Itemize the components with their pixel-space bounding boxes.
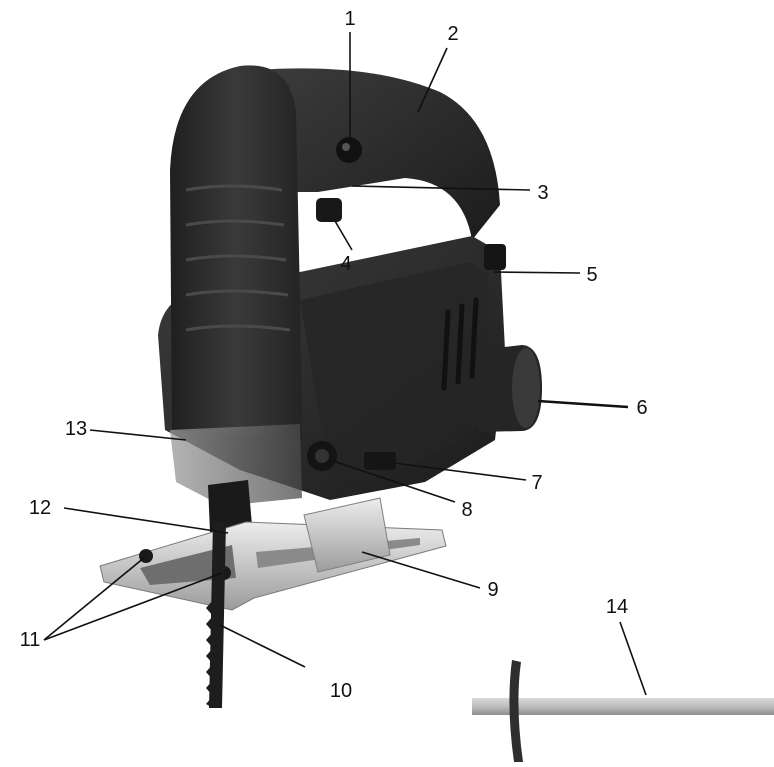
callout-4-leader	[334, 220, 353, 251]
saw-blade-teeth	[206, 600, 213, 708]
lock-button-highlight	[342, 143, 350, 151]
parallel-guide	[472, 660, 774, 762]
grip-ridges	[185, 184, 291, 332]
callout-8-leader	[329, 459, 456, 503]
callout-12-leader	[63, 507, 229, 534]
guide-fence	[509, 660, 523, 762]
vent-slots	[441, 297, 479, 391]
callout-11-leader-a	[43, 556, 146, 641]
top-handle	[255, 68, 500, 240]
callout-9-label: 9	[487, 579, 498, 601]
callout-4-label: 4	[340, 253, 351, 275]
rear-grip	[170, 65, 302, 441]
side-panel	[300, 262, 490, 480]
callout-10-label: 10	[330, 680, 352, 702]
lock-button	[336, 137, 362, 163]
callout-13-label: 13	[65, 418, 87, 440]
leader-lines	[43, 32, 647, 696]
callout-11-leader-b	[43, 572, 223, 641]
callout-7-label: 7	[531, 472, 542, 494]
jigsaw-illustration	[99, 65, 542, 708]
callout-13-leader	[89, 429, 187, 441]
saw-blade	[209, 522, 226, 708]
callout-11-label: 11	[20, 629, 41, 651]
callout-5-leader	[493, 271, 581, 274]
callout-2-leader	[417, 47, 448, 113]
dust-port-opening	[512, 348, 540, 428]
callout-6-label: 6	[636, 397, 647, 419]
callout-12-label: 12	[29, 497, 51, 519]
callout-6-leader	[537, 399, 629, 409]
callout-3-label: 3	[537, 182, 548, 204]
blade-guard	[170, 424, 302, 506]
callout-5-label: 5	[586, 264, 597, 286]
callout-9-leader	[361, 551, 481, 589]
callout-14-label: 14	[606, 596, 628, 618]
callout-labels: 1 2 3 4 5 6 7 8 9 10 11 12 13 14	[20, 8, 648, 702]
pendulum-lever	[484, 244, 506, 270]
guide-ruler-bar	[472, 698, 774, 715]
callout-7-leader	[393, 462, 527, 481]
speed-dial-center	[315, 449, 329, 463]
callout-2-label: 2	[447, 23, 458, 45]
callout-8-label: 8	[461, 499, 472, 521]
blade-release-lever	[364, 452, 396, 470]
trigger-switch	[316, 198, 342, 222]
callout-1-label: 1	[344, 8, 355, 30]
callout-10-leader	[219, 624, 306, 668]
callout-3-leader	[351, 185, 531, 191]
callout-14-leader	[619, 621, 647, 696]
